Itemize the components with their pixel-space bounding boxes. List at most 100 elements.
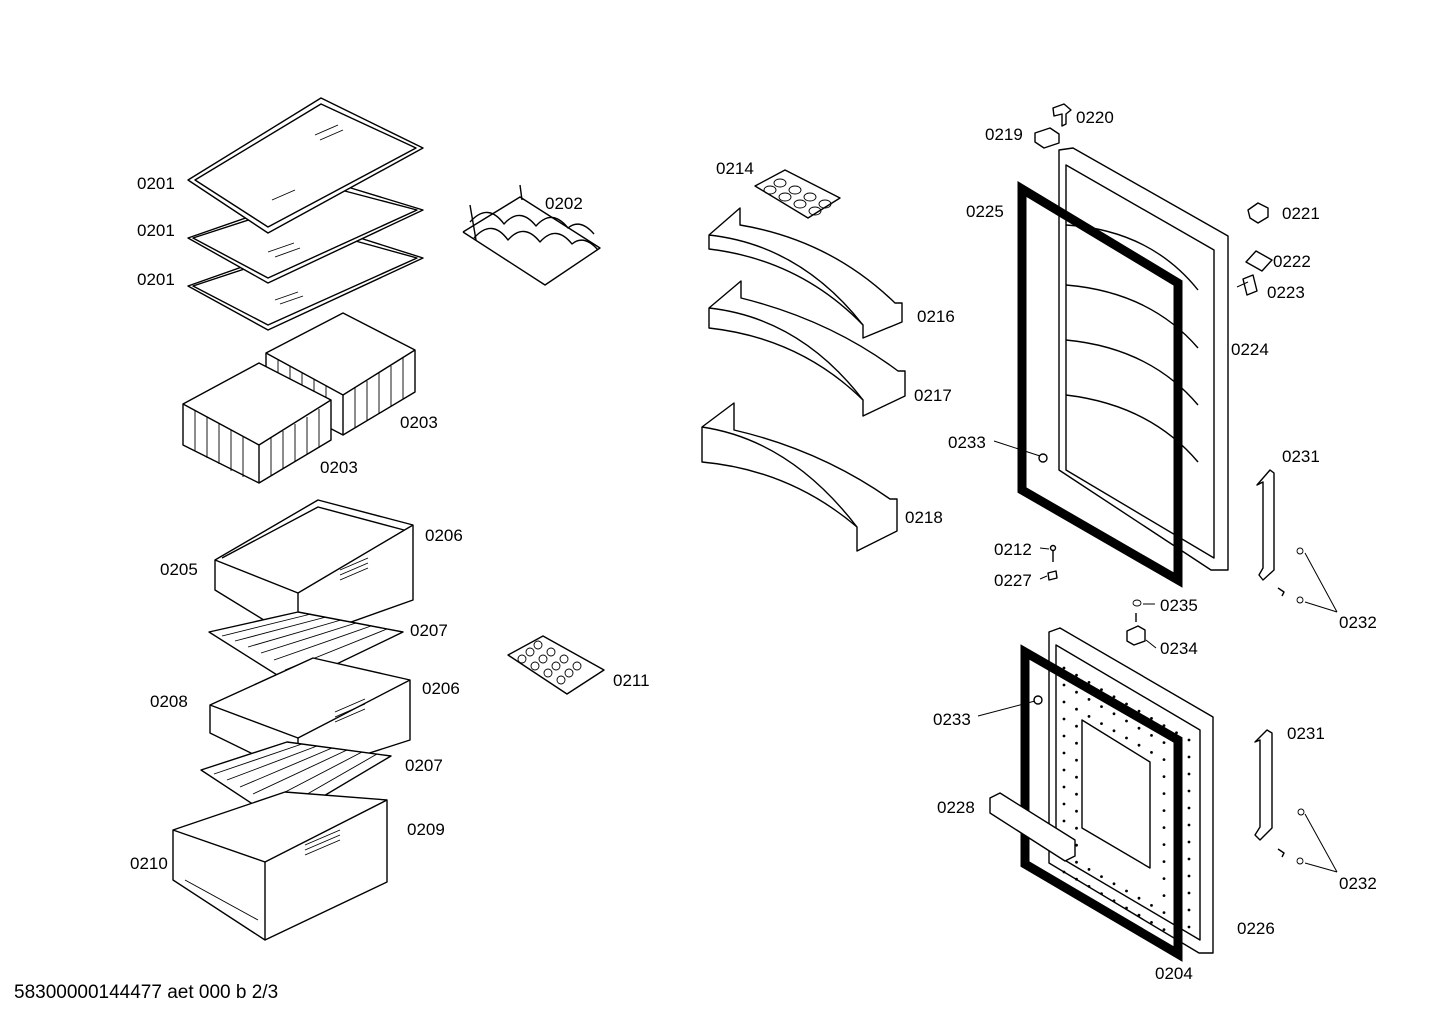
panel-dot: [1075, 673, 1078, 677]
part-label: 0204: [1155, 964, 1193, 983]
part-label: 0220: [1076, 108, 1114, 127]
panel-dot: [1162, 792, 1166, 795]
part-label: 0203: [320, 458, 358, 477]
part-label: 0201: [137, 174, 175, 193]
part-label: 0209: [407, 820, 445, 839]
leader-lines: [977, 281, 1338, 873]
part-label: 0227: [994, 571, 1032, 590]
panel-dot: [1062, 785, 1066, 789]
panel-dot: [1112, 695, 1116, 699]
part-label: 0207: [405, 756, 443, 775]
panel-dot: [1087, 885, 1091, 888]
ice-tray-drawing: [507, 635, 605, 695]
panel-dot: [1062, 802, 1066, 806]
upper-door-drawing: [1017, 147, 1229, 588]
wire-basket-drawing: [182, 312, 416, 484]
panel-dot: [1087, 868, 1091, 871]
part-label: 0222: [1273, 252, 1311, 271]
panel-dot: [1150, 751, 1153, 754]
panel-dot: [1075, 758, 1078, 762]
panel-dot: [1162, 860, 1166, 863]
panel-dot: [1062, 819, 1066, 823]
part-label: 0210: [130, 854, 168, 873]
panel-dot: [1075, 792, 1078, 796]
panel-dot: [1187, 840, 1191, 844]
part-label: 0206: [425, 526, 463, 545]
panel-dot: [1187, 738, 1191, 742]
panel-dot: [1137, 743, 1141, 747]
panel-dot: [1187, 857, 1191, 861]
panel-dot: [1137, 709, 1141, 713]
panel-dot: [1075, 741, 1078, 745]
part-label: 0216: [917, 307, 955, 326]
panel-dot: [1125, 889, 1128, 893]
panel-dot: [1062, 734, 1066, 738]
panel-dot: [1150, 734, 1153, 737]
panel-dot: [1100, 705, 1103, 708]
part-label: 0219: [985, 125, 1023, 144]
part-label: 0208: [150, 692, 188, 711]
panel-dot: [1137, 896, 1141, 900]
part-label: 0235: [1160, 596, 1198, 615]
panel-dot: [1150, 904, 1153, 907]
panel-dot: [1125, 702, 1128, 706]
panel-dot: [1150, 717, 1153, 720]
panel-dot: [1112, 882, 1116, 886]
panel-dot: [1075, 877, 1078, 881]
panel-dot: [1187, 908, 1191, 912]
part-label: 0207: [410, 621, 448, 640]
part-label: 0232: [1339, 613, 1377, 632]
panel-dot: [1062, 683, 1066, 687]
part-label: 0233: [933, 710, 971, 729]
panel-dot: [1137, 726, 1141, 730]
panel-dot: [1062, 751, 1066, 755]
panel-dot: [1062, 870, 1066, 874]
panel-dot: [1162, 843, 1166, 846]
door-shelf-drawing: [701, 207, 906, 552]
panel-dot: [1162, 724, 1166, 727]
panel-dot: [1075, 724, 1078, 728]
panel-dot: [1187, 891, 1191, 895]
lower-door-drawing: [989, 627, 1305, 962]
part-label: 0221: [1282, 204, 1320, 223]
panel-dot: [1075, 707, 1078, 711]
panel-dot: [1187, 874, 1191, 878]
part-label: 0223: [1267, 283, 1305, 302]
part-label: 0212: [994, 540, 1032, 559]
hinge-parts-drawing: [1034, 103, 1304, 646]
part-labels: 0201 0201 0201 0202 0203 0203 0205 0206 …: [130, 108, 1377, 983]
part-label: 0233: [948, 433, 986, 452]
panel-dot: [1100, 875, 1103, 878]
panel-dot: [1112, 712, 1116, 716]
panel-dot: [1100, 892, 1103, 895]
panel-dot: [1187, 925, 1191, 929]
panel-dot: [1187, 789, 1191, 793]
part-label: 0231: [1287, 724, 1325, 743]
part-label: 0201: [137, 221, 175, 240]
panel-dot: [1125, 736, 1128, 740]
part-label: 0206: [422, 679, 460, 698]
panel-dot: [1112, 899, 1116, 903]
panel-dot: [1162, 741, 1166, 744]
panel-dot: [1187, 772, 1191, 776]
panel-dot: [1087, 715, 1091, 718]
part-label: 0205: [160, 560, 198, 579]
egg-tray-drawing: [754, 169, 841, 219]
panel-dot: [1087, 698, 1091, 701]
part-label: 0203: [400, 413, 438, 432]
panel-dot: [1187, 806, 1191, 810]
panel-dot: [1062, 666, 1066, 670]
panel-dot: [1112, 729, 1116, 733]
part-label: 0226: [1237, 919, 1275, 938]
panel-dot: [1100, 722, 1103, 725]
bottle-rack-drawing: [462, 184, 601, 286]
part-label: 0214: [716, 159, 754, 178]
panel-dot: [1162, 877, 1166, 880]
panel-dot: [1100, 688, 1103, 691]
drawing-footer-code: 58300000144477 aet 000 b 2/3: [14, 982, 278, 1003]
part-label: 0201: [137, 270, 175, 289]
glass-shelf-drawing: [187, 97, 424, 331]
panel-dot: [1075, 826, 1078, 830]
panel-dot: [1162, 826, 1166, 829]
